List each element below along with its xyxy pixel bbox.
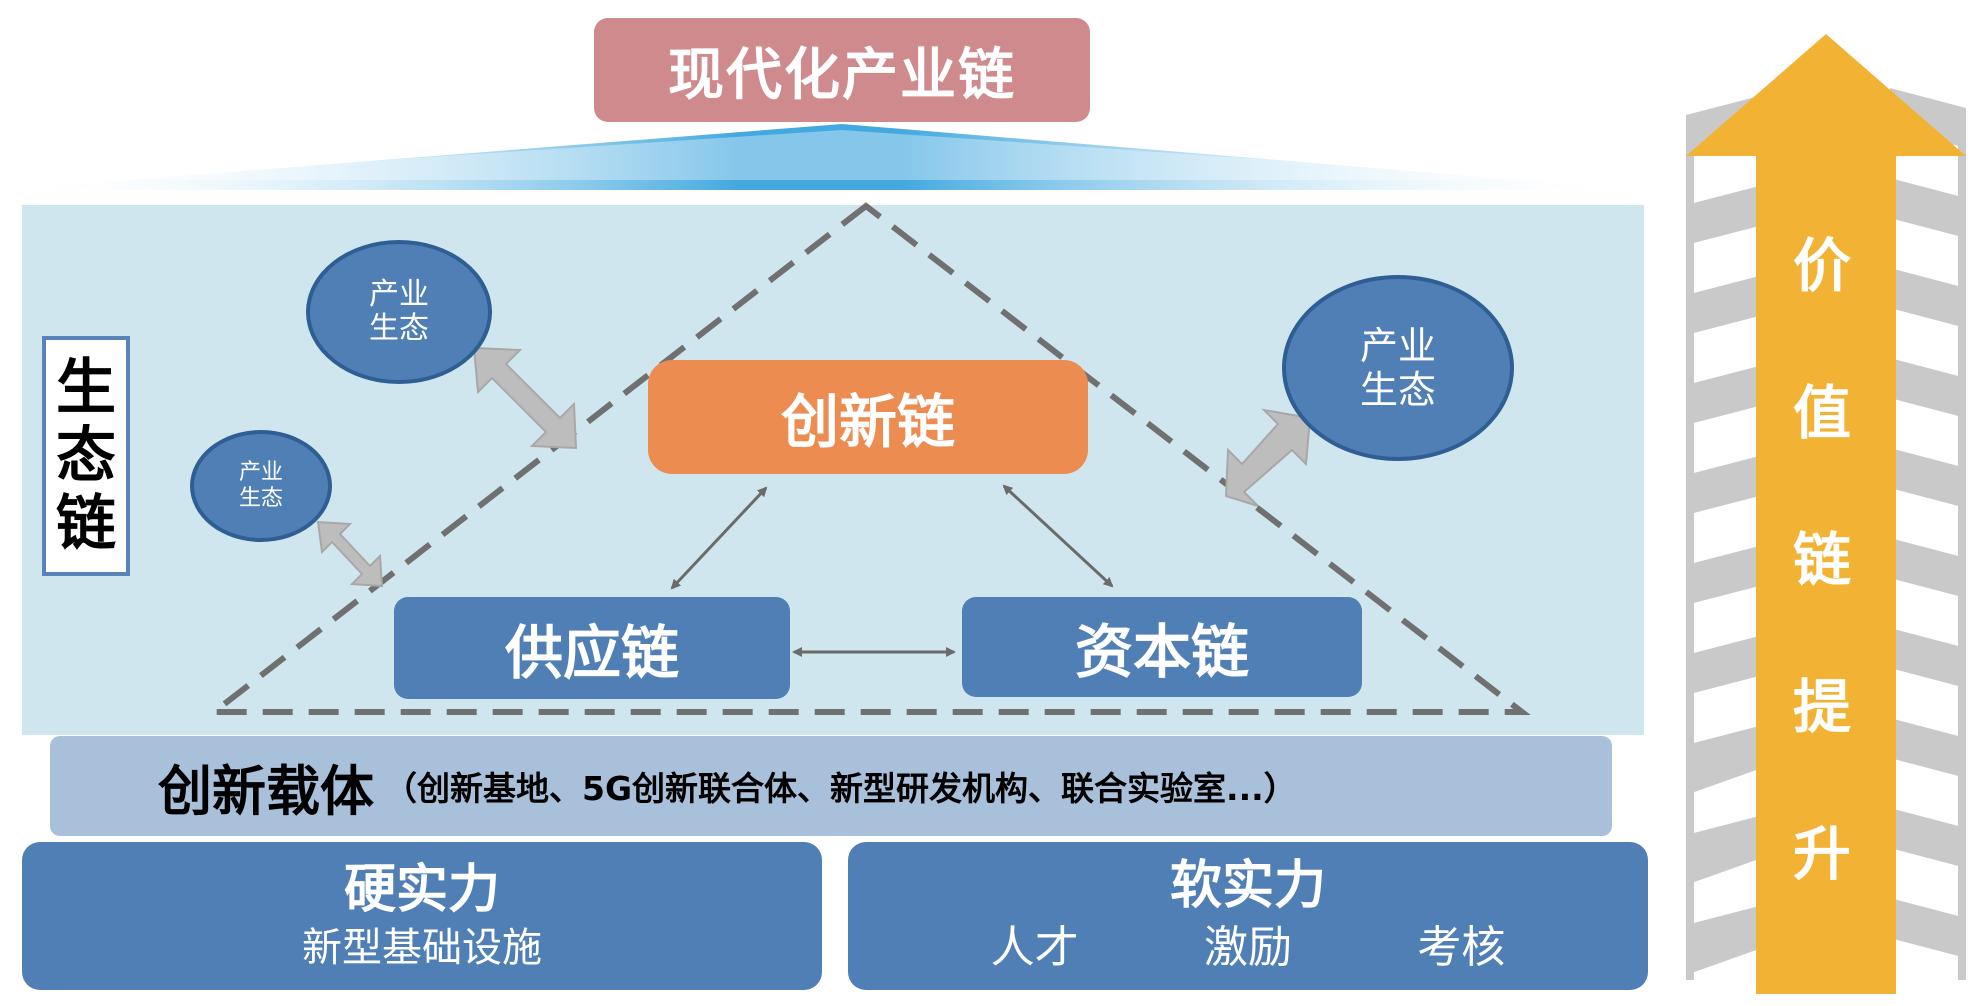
soft-power-title: 软实力 (1169, 856, 1326, 916)
modern-industry-chain-title: 现代化产业链 (594, 18, 1090, 122)
soft-power-item: 激励 (1203, 922, 1292, 973)
value-char: 链 (1792, 526, 1851, 594)
supply-chain-box: 供应链 (394, 597, 790, 699)
circle-line: 产业 (369, 277, 429, 312)
soft-power-items: 人才 激励 考核 (928, 918, 1568, 978)
industry-ecosystem-circle-2: 产业 生态 (190, 430, 332, 542)
eco-double-arrow-3 (1224, 408, 1312, 507)
eco-label-char: 态 (56, 421, 116, 491)
circle-line: 产业 (238, 460, 283, 485)
industry-ecosystem-circle-1: 产业 生态 (306, 240, 492, 384)
staircase (1686, 88, 1966, 980)
circle-line: 生态 (238, 486, 283, 511)
value-char: 升 (1792, 820, 1851, 888)
value-char: 值 (1792, 379, 1851, 447)
value-arrow (1686, 34, 1966, 994)
innovation-carrier-bar: 创新载体 （创新基地、5G创新联合体、新型研发机构、联合实验室...） (50, 736, 1612, 836)
soft-power-item: 人才 (990, 922, 1079, 973)
carrier-title: 创新载体 (158, 759, 374, 823)
dashed-triangle (205, 202, 1531, 715)
carrier-detail: （创新基地、5G创新联合体、新型研发机构、联合实验室...） (384, 769, 1297, 808)
soft-power-item: 考核 (1417, 922, 1506, 973)
hard-power-detail: 新型基础设施 (302, 925, 542, 971)
eco-double-arrow-1 (472, 346, 578, 450)
hard-power-box: 硬实力 新型基础设施 (22, 842, 822, 990)
hard-power-title: 硬实力 (343, 860, 500, 920)
eco-label-char: 生 (56, 353, 116, 423)
arrow-innovation-capital (1002, 484, 1114, 588)
soft-power-box: 软实力 人才 激励 考核 (848, 842, 1648, 990)
value-chain-upgrade-text: 价 值 链 提 升 (1762, 230, 1882, 890)
innovation-chain-box: 创新链 (648, 360, 1088, 474)
circle-line: 产业 (1359, 324, 1436, 368)
eco-double-arrow-2 (316, 520, 384, 588)
capital-chain-box: 资本链 (962, 597, 1362, 697)
arrow-innovation-supply (670, 486, 768, 590)
top-fan (0, 124, 1640, 190)
value-char: 提 (1792, 673, 1851, 741)
ecosystem-chain-label: 生 态 链 (42, 336, 130, 576)
value-char: 价 (1792, 232, 1851, 300)
eco-label-char: 链 (56, 489, 116, 559)
circle-line: 生态 (369, 311, 429, 346)
industry-ecosystem-circle-3: 产业 生态 (1282, 275, 1514, 461)
circle-line: 生态 (1359, 368, 1436, 412)
